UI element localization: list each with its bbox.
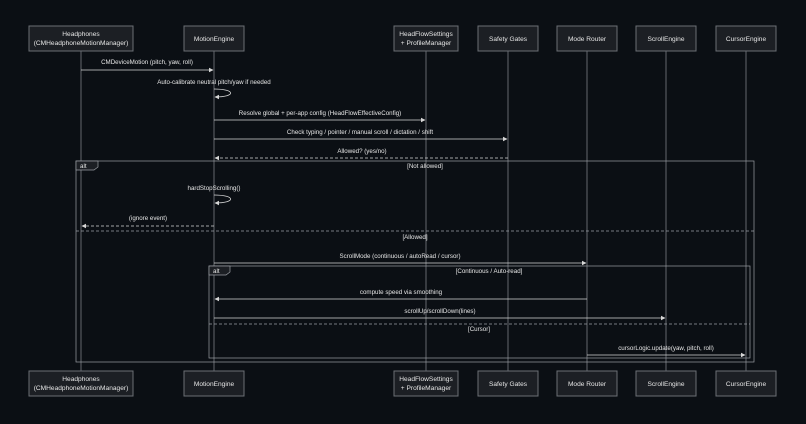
participant-moderouter: Mode Router bbox=[556, 370, 618, 397]
message-label: Check typing / pointer / manual scroll /… bbox=[287, 129, 433, 136]
participant-cursorengine: CursorEngine bbox=[715, 25, 777, 52]
participant-label: Headphones bbox=[62, 31, 100, 38]
participant-label: MotionEngine bbox=[194, 381, 235, 388]
message-self-arrow bbox=[213, 194, 232, 206]
participant-label: Safety Gates bbox=[489, 381, 528, 388]
message-label: cursorLogic.update(yaw, pitch, roll) bbox=[618, 345, 714, 352]
frame-condition: [Allowed] bbox=[402, 234, 427, 241]
participant-label: ScrollEngine bbox=[647, 36, 684, 43]
participant-scrollengine: ScrollEngine bbox=[635, 370, 697, 397]
participant-safetygates: Safety Gates bbox=[477, 370, 539, 397]
participant-label: Headphones bbox=[62, 376, 100, 383]
participant-headphones: Headphones (CMHeadphoneMotionManager) bbox=[28, 370, 134, 397]
frame-border bbox=[75, 160, 755, 363]
participant-cursorengine: CursorEngine bbox=[715, 370, 777, 397]
participant-label: CursorEngine bbox=[726, 36, 767, 43]
message-label: CMDeviceMotion (pitch, yaw, roll) bbox=[101, 59, 193, 66]
messages: CMDeviceMotion (pitch, yaw, roll) Auto-c… bbox=[81, 59, 746, 358]
frame-tag bbox=[75, 160, 99, 171]
alt-frame-inner: alt [Continuous / Auto-read] [Cursor] bbox=[208, 265, 751, 359]
frame-tag-label: alt bbox=[80, 163, 87, 170]
frame-condition: [Continuous / Auto-read] bbox=[456, 268, 523, 275]
participant-label: ScrollEngine bbox=[647, 381, 684, 388]
frame-border bbox=[208, 265, 751, 359]
alt-frame-outer: alt [Not allowed] [Allowed] bbox=[75, 160, 755, 363]
frame-tag-label: alt bbox=[213, 268, 220, 275]
message-label: hardStopScrolling() bbox=[188, 185, 241, 192]
participants-bottom: Headphones (CMHeadphoneMotionManager) Mo… bbox=[28, 370, 777, 397]
participant-headflowsettings: HeadFlowSettings + ProfileManager bbox=[393, 370, 459, 397]
participant-headphones: Headphones (CMHeadphoneMotionManager) bbox=[28, 25, 134, 52]
participant-label: MotionEngine bbox=[194, 36, 235, 43]
participant-headflowsettings: HeadFlowSettings + ProfileManager bbox=[393, 25, 459, 52]
participant-motionengine: MotionEngine bbox=[183, 370, 245, 397]
participant-label: Safety Gates bbox=[489, 36, 528, 43]
lifelines bbox=[80, 51, 747, 371]
frame-tag bbox=[208, 265, 231, 276]
participant-moderouter: Mode Router bbox=[556, 25, 618, 52]
message-label: Auto-calibrate neutral pitch/yaw if need… bbox=[157, 79, 271, 86]
message-label: scrollUp/scrollDown(lines) bbox=[404, 308, 475, 315]
participant-safetygates: Safety Gates bbox=[477, 25, 539, 52]
message-label: Allowed? (yes/no) bbox=[337, 148, 386, 155]
frame-condition: [Not allowed] bbox=[407, 163, 443, 170]
message-label: compute speed via smoothing bbox=[360, 289, 443, 296]
participant-label: (CMHeadphoneMotionManager) bbox=[34, 385, 129, 392]
message-label: Resolve global + per-app config (HeadFlo… bbox=[239, 110, 401, 117]
frame-condition: [Cursor] bbox=[468, 326, 490, 333]
message-self-arrow bbox=[213, 88, 232, 100]
participant-label: HeadFlowSettings bbox=[399, 376, 453, 383]
message-label: ScrollMode (continuous / autoRead / curs… bbox=[339, 253, 460, 260]
participant-label: Mode Router bbox=[568, 36, 607, 43]
participant-label: Mode Router bbox=[568, 381, 607, 388]
participant-label: (CMHeadphoneMotionManager) bbox=[34, 40, 129, 47]
participant-label: + ProfileManager bbox=[401, 385, 452, 392]
participant-label: HeadFlowSettings bbox=[399, 31, 453, 38]
participant-label: CursorEngine bbox=[726, 381, 767, 388]
participant-motionengine: MotionEngine bbox=[183, 25, 245, 52]
participants-top: Headphones (CMHeadphoneMotionManager) Mo… bbox=[28, 25, 777, 52]
participant-label: + ProfileManager bbox=[401, 40, 452, 47]
message-label: (ignore event) bbox=[129, 215, 167, 222]
participant-scrollengine: ScrollEngine bbox=[635, 25, 697, 52]
